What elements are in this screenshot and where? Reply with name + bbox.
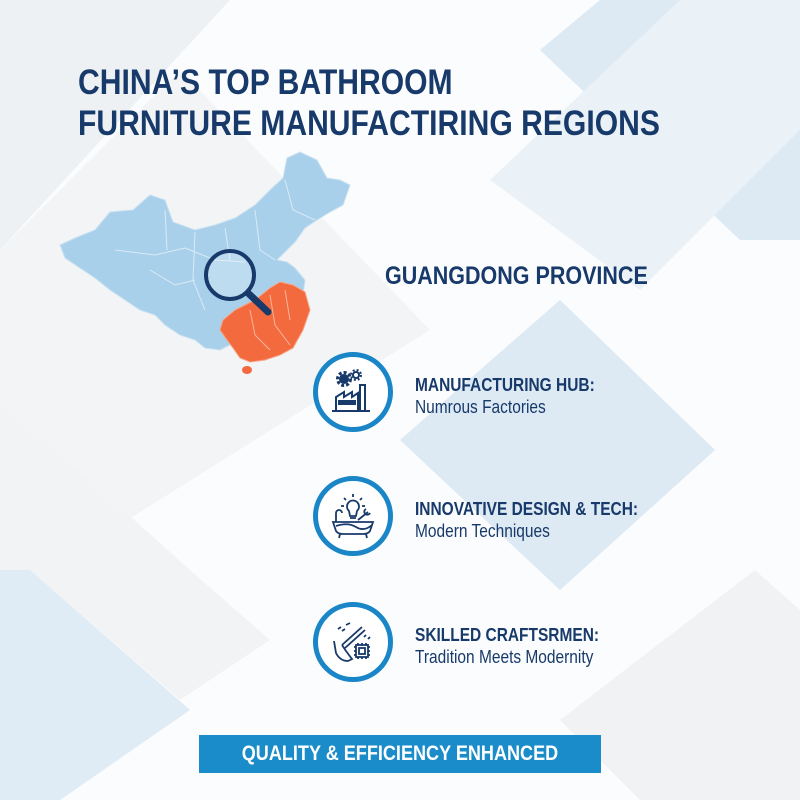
region-name: GUANGDONG PROVINCE xyxy=(385,262,648,290)
feature-innovative-design: INNOVATIVE DESIGN & TECH: Modern Techniq… xyxy=(313,476,773,568)
magnifier-icon xyxy=(204,249,272,316)
factory-gears-icon xyxy=(313,352,393,432)
feature-skilled-craftsmen: SKILLED CRAFTSRMEN: Tradition Meets Mode… xyxy=(313,602,773,694)
feature-heading: MANUFACTURING HUB: xyxy=(415,375,595,395)
feature-subtext: Modern Techniques xyxy=(415,521,550,541)
feature-heading: INNOVATIVE DESIGN & TECH: xyxy=(415,499,639,519)
feature-heading: SKILLED CRAFTSRMEN: xyxy=(415,625,600,645)
title-line-1: CHINA’S TOP BATHROOM xyxy=(78,63,453,102)
china-map xyxy=(59,151,351,374)
feature-subtext: Numrous Factories xyxy=(415,397,546,417)
page-title: CHINA’S TOP BATHROOM FURNITURE MANUFACTI… xyxy=(78,62,660,144)
feature-manufacturing-hub: MANUFACTURING HUB: Numrous Factories xyxy=(313,352,773,444)
feature-subtext: Tradition Meets Modernity xyxy=(415,647,594,667)
title-line-2: FURNITURE MANUFACTIRING REGIONS xyxy=(78,104,660,143)
bathtub-lightbulb-wrench-icon xyxy=(313,476,393,556)
hand-chisel-chip-icon xyxy=(313,602,393,682)
banner-text: QUALITY & EFFICIENCY ENHANCED xyxy=(241,742,559,765)
quality-banner: QUALITY & EFFICIENCY ENHANCED xyxy=(199,735,601,773)
